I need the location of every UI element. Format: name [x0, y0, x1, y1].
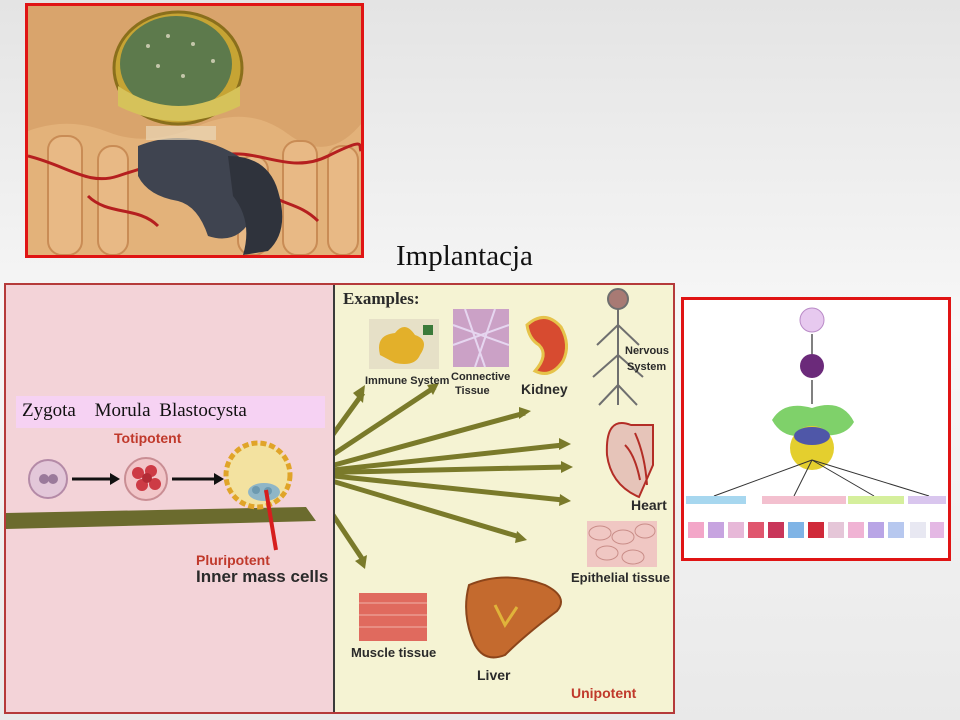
muscle-label: Muscle tissue [351, 645, 437, 660]
epithelial-label: Epithelial tissue [571, 570, 670, 585]
epithelial-tissue-icon [587, 521, 657, 567]
nervous-system-icon [592, 288, 644, 406]
slide-title: Implantacja [396, 240, 533, 272]
morula-label: Morula [94, 400, 151, 421]
germ-layer-diagram [681, 297, 951, 561]
zygota-label: Zygota [22, 400, 76, 421]
liver-label: Liver [477, 667, 511, 683]
heart-label: Heart [631, 497, 667, 513]
liver-icon [465, 576, 562, 659]
nervous-label-2: System [627, 361, 667, 373]
zygote-cell-icon [28, 459, 68, 499]
potency-pane: Totipotent Pluripotent Inner mass cells [6, 285, 335, 712]
morula-cell-icon [124, 457, 168, 501]
stage-labels-bar: Zygota Morula Blastocysta [16, 396, 325, 428]
blastocyst-cell-icon [223, 440, 293, 510]
connective-tissue-icon [452, 308, 510, 368]
kidney-label: Kidney [521, 381, 568, 397]
examples-heading: Examples: [343, 289, 420, 308]
pluripotent-label: Pluripotent [196, 552, 270, 568]
tissue-examples-pane: Examples: Immune System Connective Tissu… [335, 285, 673, 712]
nervous-label-1: Nervous [625, 345, 670, 357]
kidney-icon [525, 316, 568, 375]
totipotent-label: Totipotent [114, 430, 182, 446]
heart-icon [605, 422, 654, 499]
blastocysta-label: Blastocysta [159, 400, 247, 421]
implantation-illustration [25, 3, 364, 258]
inner-mass-label: Inner mass cells [196, 567, 329, 586]
immune-system-label: Immune System [365, 375, 450, 387]
unipotent-label: Unipotent [571, 685, 637, 701]
immune-cell-icon [369, 319, 439, 369]
connective-label-2: Tissue [455, 385, 490, 397]
stem-cell-figure: Totipotent Pluripotent Inner mass cells [4, 283, 675, 714]
connective-label-1: Connective [451, 371, 511, 383]
muscle-tissue-icon [359, 593, 427, 641]
